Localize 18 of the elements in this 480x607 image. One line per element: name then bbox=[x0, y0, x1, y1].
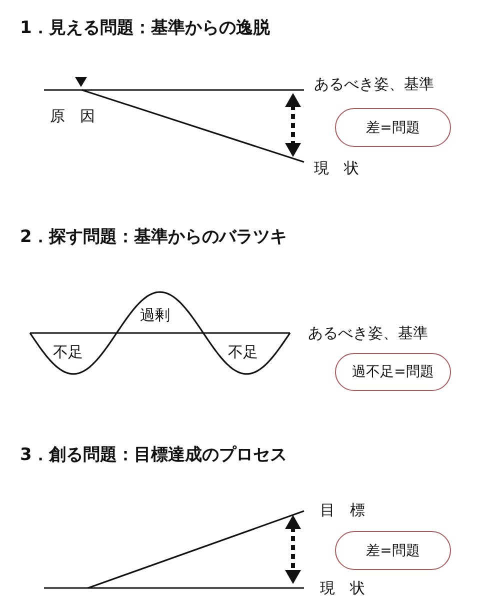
label-text: 目 標 bbox=[320, 501, 365, 519]
rounded-box bbox=[335, 108, 451, 147]
box-text: 差=問題 bbox=[366, 542, 420, 560]
label-text: 過剰 bbox=[140, 306, 170, 324]
box-text: 差=問題 bbox=[366, 118, 420, 136]
label-text: 原 因 bbox=[50, 107, 95, 125]
section-heading: 1．見える問題：基準からの逸脱 bbox=[20, 18, 270, 38]
section-heading: 3．創る問題：目標達成のプロセス bbox=[20, 444, 287, 466]
label-text: 現 状 bbox=[320, 579, 365, 597]
rounded-box bbox=[335, 531, 451, 570]
label-text: 不足 bbox=[53, 343, 83, 361]
label-text: あるべき姿、基準 bbox=[314, 75, 434, 93]
rounded-box bbox=[335, 353, 451, 391]
box-text: 過不足=問題 bbox=[352, 363, 434, 381]
label-text: あるべき姿、基準 bbox=[308, 324, 428, 342]
label-text: 不足 bbox=[228, 343, 258, 361]
section-heading: 2．探す問題：基準からのバラツキ bbox=[20, 226, 287, 248]
label-text: 現 状 bbox=[314, 159, 359, 177]
